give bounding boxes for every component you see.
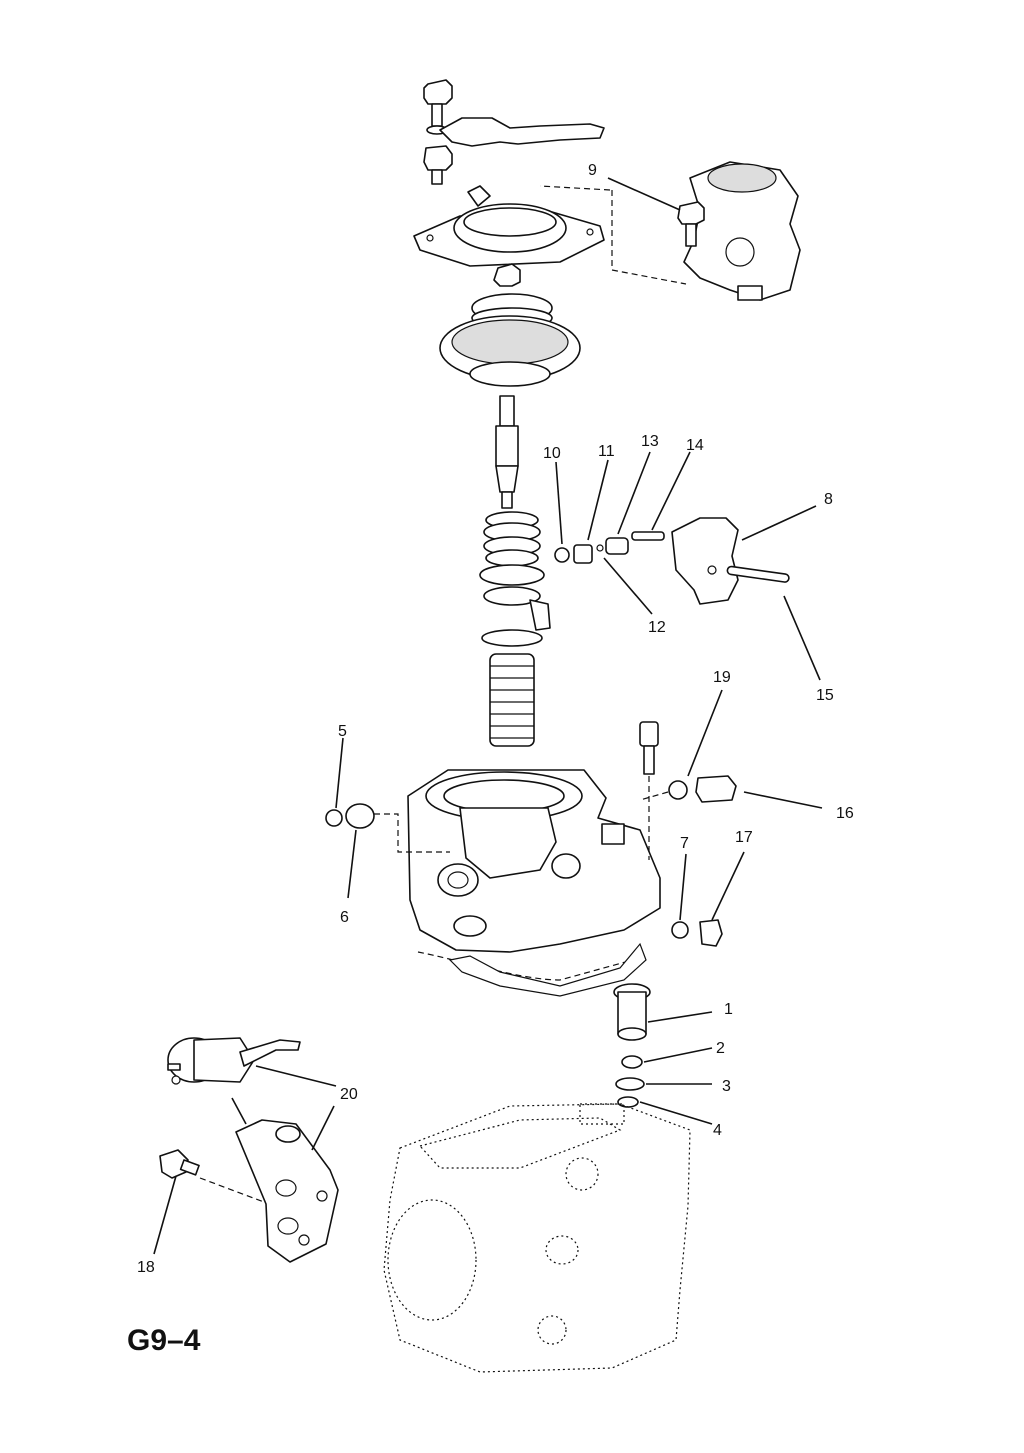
leader-20c (231, 1097, 247, 1125)
bracket-dash (199, 1177, 265, 1203)
callout-17: 17 (735, 829, 753, 846)
screw-7-17 (671, 919, 723, 947)
small-parts-row (554, 531, 665, 564)
diagram-code: G9–4 (127, 1324, 201, 1357)
callout-19: 19 (713, 669, 731, 686)
diaphragm-nut (493, 263, 521, 287)
throttle-lever (439, 117, 605, 147)
plug-16-19 (668, 775, 737, 803)
bellows (489, 653, 535, 747)
leader-2 (643, 1047, 713, 1063)
plug-dash-line (374, 813, 450, 853)
body-screw (639, 721, 659, 860)
leader-18 (153, 1175, 177, 1255)
leader-9 (607, 177, 681, 211)
leader-8 (741, 505, 817, 541)
sensor-screw (677, 201, 705, 247)
leader-19 (687, 689, 723, 777)
callout-13: 13 (641, 433, 659, 450)
vacuum-actuator (167, 1037, 301, 1085)
leader-7 (679, 853, 687, 921)
callout-11: 11 (598, 443, 615, 460)
leader-10 (555, 461, 563, 545)
plug-16-dash (639, 791, 669, 801)
plug-5-6 (325, 803, 375, 829)
callout-12: 12 (648, 619, 666, 636)
leader-12 (603, 557, 653, 615)
leader-1 (647, 1011, 713, 1023)
callout-8: 8 (824, 491, 833, 508)
throttle-body-gasket (448, 942, 647, 997)
sensor-dash-line (539, 185, 687, 285)
callout-9: 9 (588, 162, 597, 179)
callout-16: 16 (836, 805, 854, 822)
actuator-bracket (235, 1119, 339, 1263)
leader-14 (651, 451, 691, 531)
callout-6: 6 (340, 909, 349, 926)
throttle-position-switch (683, 161, 801, 301)
callout-18: 18 (137, 1259, 155, 1276)
throttle-spindle (495, 395, 519, 509)
callout-20: 20 (340, 1086, 358, 1103)
callout-5: 5 (338, 723, 347, 740)
callout-14: 14 (686, 437, 704, 454)
callout-2: 2 (716, 1040, 725, 1057)
callout-1: 1 (724, 1001, 733, 1018)
callout-4: 4 (713, 1122, 722, 1139)
callout-3: 3 (722, 1078, 731, 1095)
diaphragm-cover (413, 185, 605, 267)
idle-bracket (671, 517, 790, 605)
injector-assembly (613, 983, 651, 1108)
bracket-bolt (159, 1149, 200, 1179)
spring-stack (479, 511, 551, 647)
leader-4 (639, 1101, 713, 1125)
leader-20b (311, 1105, 335, 1151)
leader-5 (335, 737, 344, 809)
leader-11 (587, 459, 609, 541)
intake-manifold-outline (383, 1103, 691, 1373)
callout-10: 10 (543, 445, 561, 462)
leader-17 (711, 851, 745, 921)
leader-15 (783, 595, 821, 681)
leader-13 (617, 451, 651, 535)
callout-15: 15 (816, 687, 834, 704)
leader-6 (347, 829, 357, 899)
leader-16 (743, 791, 823, 809)
throttle-body (407, 769, 661, 981)
callout-7: 7 (680, 835, 689, 852)
leader-20a (255, 1065, 337, 1087)
diaphragm (439, 315, 581, 387)
